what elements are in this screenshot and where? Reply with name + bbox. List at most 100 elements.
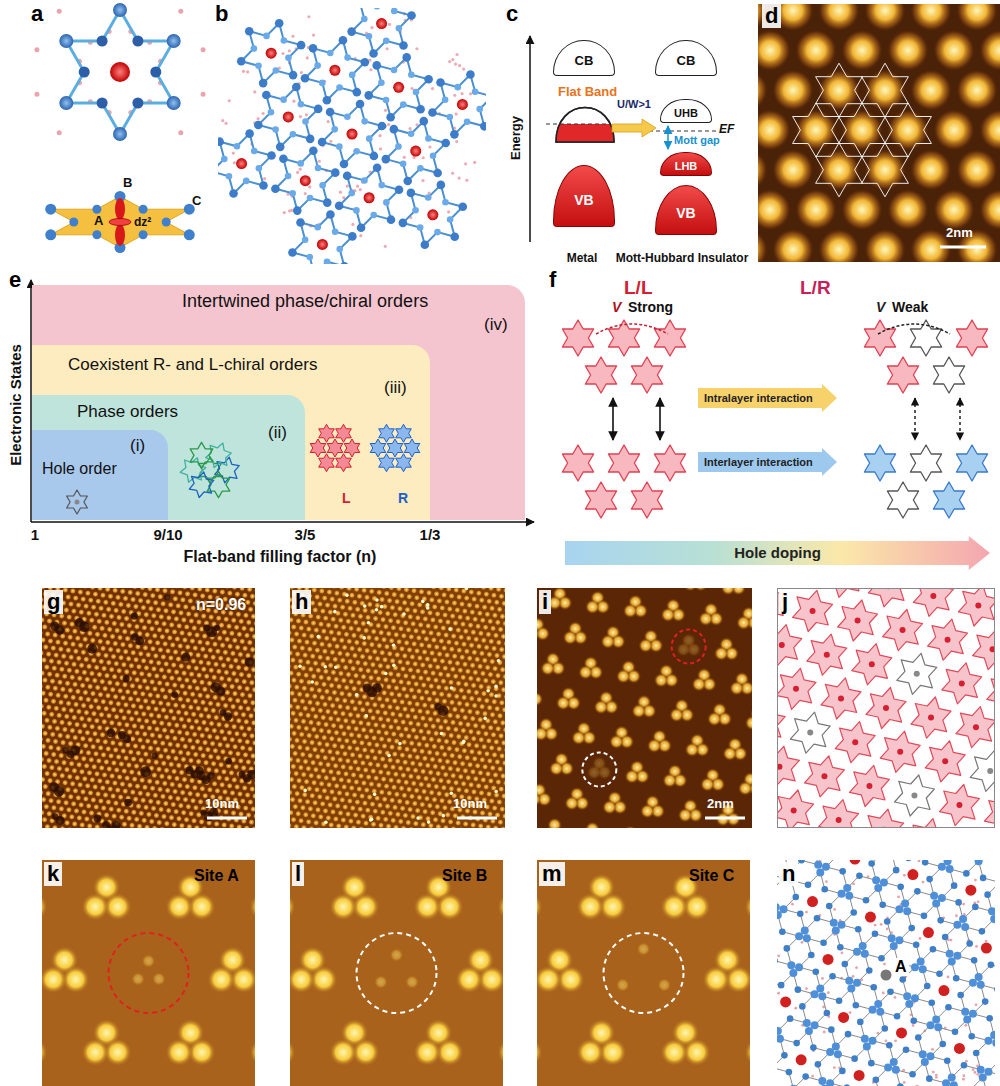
stm-dot bbox=[103, 652, 110, 659]
stm-dot bbox=[89, 637, 96, 644]
stm-dot bbox=[386, 790, 393, 797]
stm-dot bbox=[66, 773, 73, 780]
stm-dot bbox=[195, 652, 202, 659]
stm-dot bbox=[365, 721, 372, 728]
atom-dot bbox=[34, 47, 39, 52]
stm-dot bbox=[58, 805, 65, 812]
stm-dot bbox=[298, 678, 305, 685]
stm-dot bbox=[294, 737, 301, 744]
stm-dot bbox=[75, 602, 82, 609]
stm-dot bbox=[234, 730, 241, 737]
stm-dot bbox=[89, 777, 96, 784]
stm-dot bbox=[151, 825, 158, 828]
stm-dot bbox=[250, 753, 255, 760]
atom-dot bbox=[359, 188, 362, 191]
stm-dot bbox=[122, 681, 129, 688]
defect-spot bbox=[225, 758, 232, 765]
stm-dot bbox=[187, 790, 194, 797]
stm-dot bbox=[207, 700, 214, 707]
ta-atom bbox=[293, 206, 302, 215]
stm-dot bbox=[89, 670, 96, 677]
ta-atom bbox=[132, 36, 143, 47]
ta-atom bbox=[407, 11, 416, 20]
stm-dot bbox=[51, 665, 58, 672]
stm-dot bbox=[122, 595, 129, 602]
stm-dot bbox=[294, 790, 301, 797]
stm-blob bbox=[979, 189, 1000, 231]
stm-dot bbox=[47, 691, 54, 698]
stm-dot bbox=[212, 588, 219, 594]
stm-dot bbox=[310, 673, 317, 680]
stm-dot bbox=[78, 609, 85, 616]
defect-spot bbox=[171, 692, 178, 699]
stm-dot bbox=[357, 753, 364, 760]
stm-dot bbox=[158, 753, 165, 760]
defect-spot bbox=[131, 613, 138, 620]
stm-dot bbox=[105, 639, 112, 646]
atom-dot bbox=[306, 56, 309, 59]
stm-blob bbox=[841, 29, 883, 71]
stm-dot bbox=[65, 594, 72, 601]
stm-dot bbox=[164, 681, 171, 688]
stm-dot bbox=[104, 619, 111, 626]
stm-dot bbox=[49, 764, 56, 771]
stm-dot bbox=[227, 590, 234, 597]
stm-dot bbox=[302, 811, 309, 818]
stm-dot bbox=[303, 725, 310, 732]
stm-dot bbox=[169, 588, 176, 595]
stm-dot bbox=[405, 819, 412, 826]
stm-dot bbox=[368, 728, 375, 735]
stm-dot bbox=[61, 620, 68, 627]
stm-dot bbox=[250, 806, 255, 813]
stm-dot bbox=[224, 636, 231, 643]
ta-atom bbox=[45, 204, 56, 215]
stm-dot bbox=[325, 761, 332, 768]
atom-dot bbox=[312, 34, 315, 37]
stm-dot bbox=[327, 609, 334, 616]
stm-dot bbox=[167, 741, 174, 748]
stm-dot bbox=[344, 704, 351, 711]
stm-dot bbox=[317, 601, 324, 608]
defect-spot bbox=[112, 821, 121, 828]
ta-atom bbox=[391, 67, 398, 74]
stm-dot bbox=[153, 653, 160, 660]
fermi-level bbox=[642, 130, 716, 131]
flat-band-outline bbox=[556, 108, 614, 143]
atom-dot bbox=[384, 109, 387, 112]
stm-dot bbox=[325, 622, 332, 629]
stm-dot bbox=[352, 705, 359, 712]
stm-dot bbox=[310, 759, 317, 766]
stm-dot bbox=[188, 810, 195, 817]
atom-dot bbox=[411, 87, 414, 90]
stm-dot bbox=[42, 809, 45, 816]
center-atom bbox=[457, 99, 468, 110]
stm-dot bbox=[197, 639, 204, 646]
stm-dot bbox=[62, 693, 69, 700]
defect-spot bbox=[214, 625, 220, 631]
ta-atom bbox=[326, 210, 335, 219]
stm-dot bbox=[331, 689, 338, 696]
stm-dot bbox=[233, 710, 240, 717]
stm-dot bbox=[127, 589, 134, 596]
stm-dot bbox=[85, 696, 92, 703]
stm-dot bbox=[70, 801, 77, 808]
stm-dot bbox=[46, 757, 53, 764]
atom-dot bbox=[346, 185, 349, 188]
ta-atom bbox=[113, 3, 127, 17]
stm-dot bbox=[243, 825, 250, 828]
stm-dot bbox=[290, 657, 296, 664]
ta-atom bbox=[323, 96, 332, 105]
stm-dot bbox=[144, 738, 151, 745]
stm-blob bbox=[933, 109, 975, 151]
stm-blob bbox=[758, 229, 768, 262]
stm-dot bbox=[110, 600, 117, 607]
stm-dot bbox=[130, 703, 137, 710]
stm-dot bbox=[323, 635, 330, 642]
stm-dot bbox=[97, 691, 104, 698]
stm-dot bbox=[42, 736, 44, 743]
stm-dot bbox=[69, 727, 76, 734]
stm-dot bbox=[328, 822, 335, 828]
ta-atom bbox=[184, 229, 195, 240]
stm-dot bbox=[331, 776, 338, 783]
ta-atom bbox=[150, 67, 161, 78]
